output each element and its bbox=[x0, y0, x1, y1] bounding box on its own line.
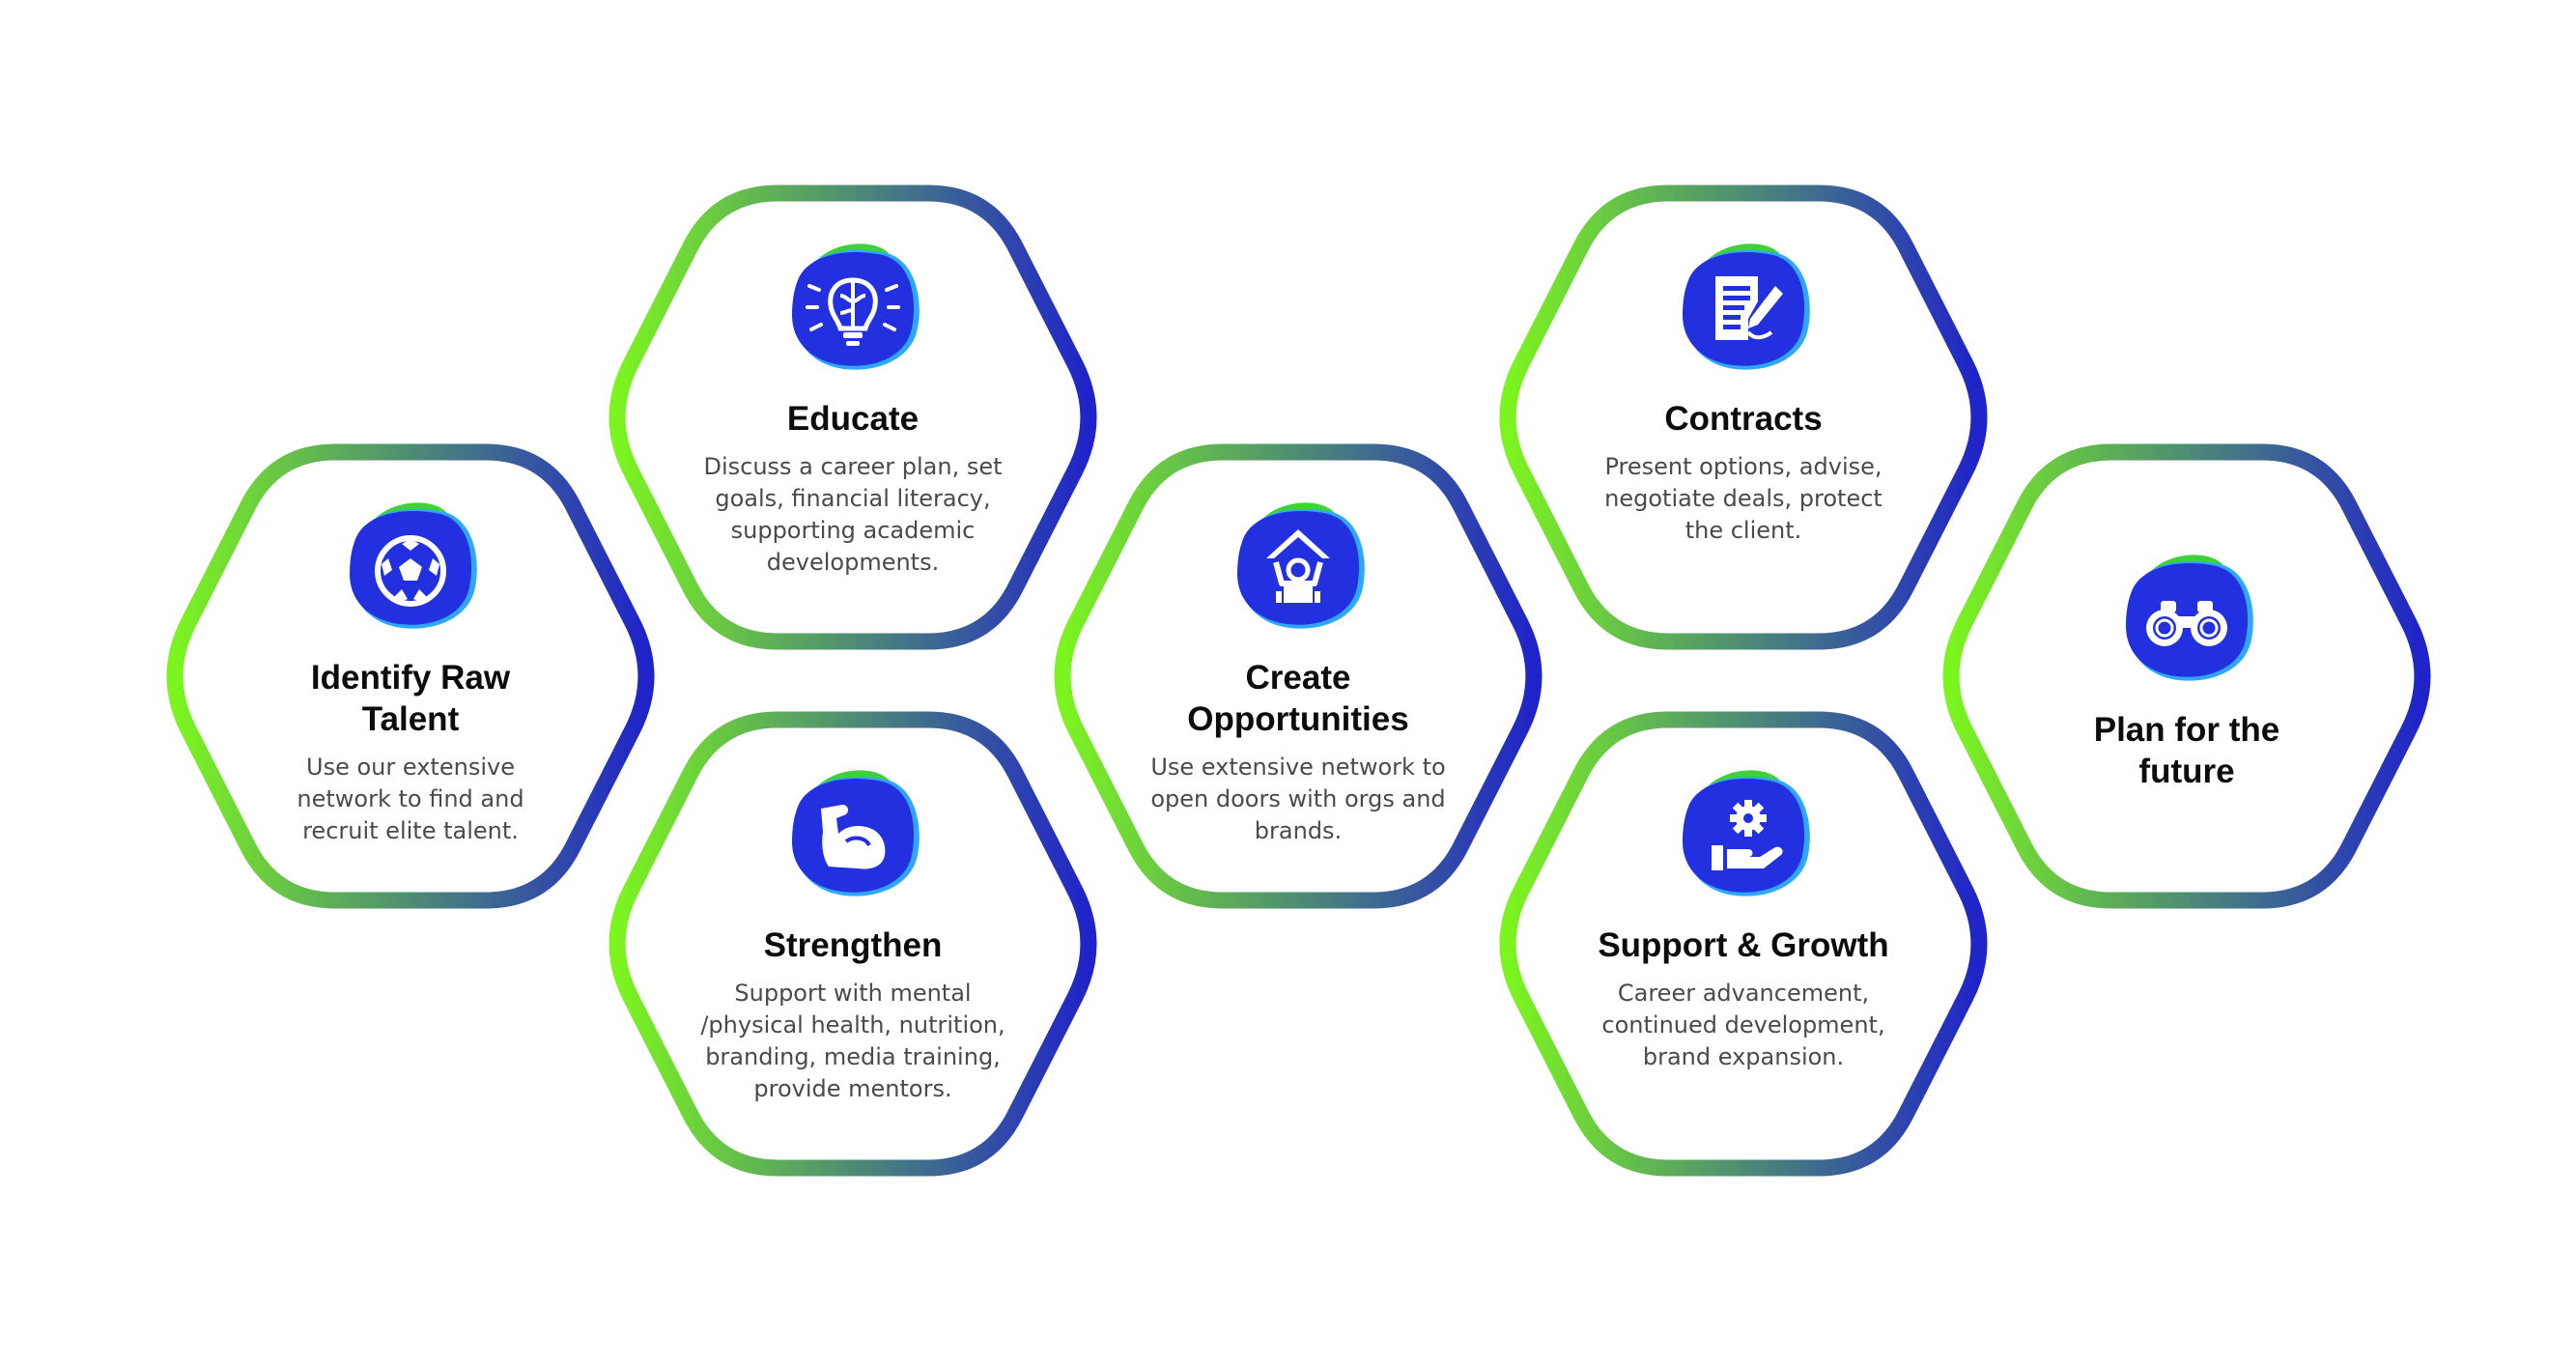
house-person-icon bbox=[1226, 491, 1371, 636]
flexed-arm-icon bbox=[780, 758, 925, 903]
step-title: Contracts bbox=[1664, 400, 1823, 438]
step-description: Career advancement, continued developmen… bbox=[1601, 980, 1885, 1070]
step-contracts: Contracts Present options, advise, negot… bbox=[1570, 232, 1917, 547]
hexagon-identify bbox=[166, 443, 655, 909]
contract-pen-icon bbox=[1671, 232, 1816, 377]
step-description: Support with mental /physical health, nu… bbox=[700, 980, 1005, 1102]
step-title: Identify Raw Talent bbox=[310, 659, 511, 738]
binoculars-icon bbox=[2114, 543, 2259, 688]
brain-bulb-icon bbox=[780, 232, 925, 377]
step-title: Strengthen bbox=[763, 926, 943, 964]
step-strengthen: Strengthen Support with mental /physical… bbox=[679, 758, 1027, 1105]
step-educate: Educate Discuss a career plan, set goals… bbox=[679, 232, 1027, 579]
step-identify-raw-talent: Identify Raw Talent Use our extensive ne… bbox=[237, 491, 584, 847]
step-description: Present options, advise, negotiate deals… bbox=[1604, 453, 1882, 544]
hexagon-opportunities bbox=[1054, 443, 1543, 909]
step-create-opportunities: Create Opportunities Use extensive netwo… bbox=[1124, 491, 1472, 847]
step-description: Discuss a career plan, set goals, financ… bbox=[703, 453, 1003, 576]
hexagon-support bbox=[1499, 711, 1988, 1177]
hexagon-strengthen bbox=[609, 711, 1097, 1177]
hexagon-contracts bbox=[1499, 185, 1988, 650]
soccer-ball-icon bbox=[338, 491, 483, 636]
step-description: Use extensive network to open doors with… bbox=[1150, 754, 1446, 844]
hexagon-educate bbox=[609, 185, 1097, 650]
step-title: Educate bbox=[786, 400, 920, 438]
step-support-growth: Support & Growth Career advancement, con… bbox=[1570, 758, 1917, 1073]
step-plan-for-the-future: Plan for the future bbox=[2013, 543, 2361, 804]
hand-gear-icon bbox=[1671, 758, 1816, 903]
step-title: Support & Growth bbox=[1598, 926, 1889, 964]
step-title: Plan for the future bbox=[2093, 711, 2280, 790]
step-title: Create Opportunities bbox=[1187, 659, 1409, 738]
step-description: Use our extensive network to find and re… bbox=[297, 754, 524, 844]
